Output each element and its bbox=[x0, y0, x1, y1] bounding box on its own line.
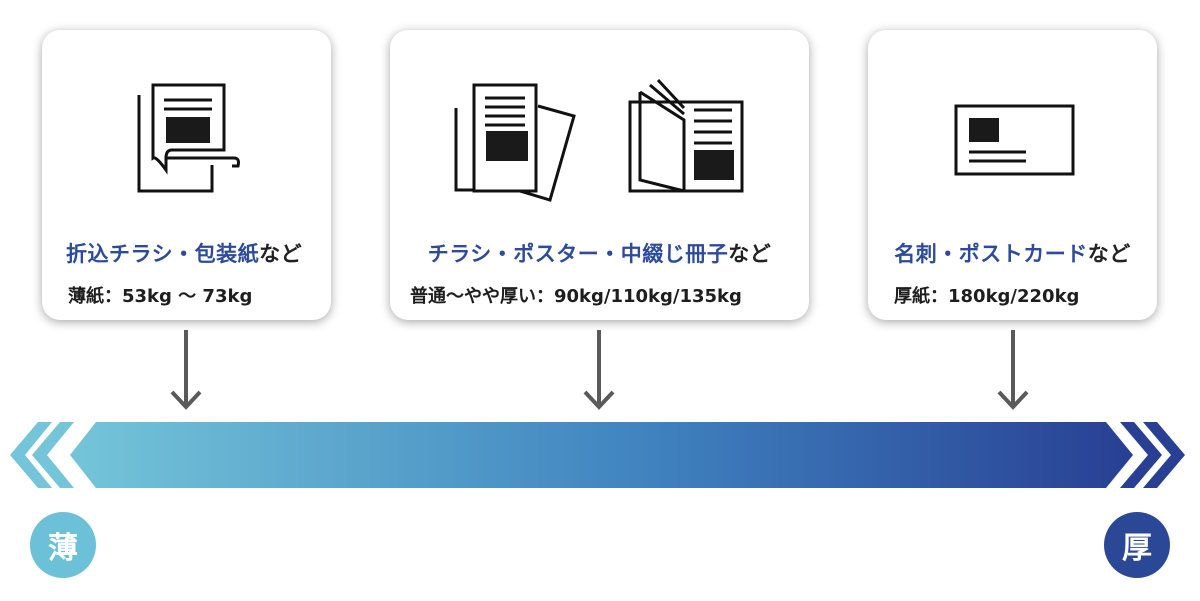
flyer-icon bbox=[137, 83, 240, 193]
down-arrow-icon bbox=[997, 330, 1029, 410]
chevron-right-icon bbox=[1143, 422, 1185, 488]
chevron-right-icon bbox=[1120, 422, 1162, 488]
postcard-icon bbox=[954, 104, 1075, 176]
card-thick-paper: 名刺・ポストカードなど 厚紙：180kg/220kg bbox=[868, 30, 1157, 320]
down-arrow-icon bbox=[170, 330, 202, 410]
leaflets-icon bbox=[454, 83, 576, 202]
card-normal-paper: チラシ・ポスター・中綴じ冊子など 普通〜やや厚い：90kg/110kg/135k… bbox=[390, 30, 809, 320]
card-spec: 薄紙：53kg 〜 73kg bbox=[68, 286, 253, 307]
thick-badge: 厚 bbox=[1104, 512, 1170, 578]
leaflets-booklet-icons bbox=[454, 78, 744, 202]
chevron-left-icon bbox=[10, 422, 52, 488]
down-arrow-icon bbox=[583, 330, 615, 410]
card-thin-paper: 折込チラシ・包装紙など 薄紙：53kg 〜 73kg bbox=[42, 30, 331, 320]
thickness-scale bbox=[10, 330, 1185, 488]
thin-badge: 薄 bbox=[30, 512, 96, 578]
booklet-icon bbox=[628, 78, 744, 193]
card-title: チラシ・ポスター・中綴じ冊子など bbox=[427, 242, 772, 266]
chevron-left-icon bbox=[32, 422, 74, 488]
card-title: 名刺・ポストカードなど bbox=[894, 242, 1131, 266]
gradient-bar bbox=[70, 422, 1133, 488]
card-spec: 厚紙：180kg/220kg bbox=[894, 286, 1080, 307]
card-spec: 普通〜やや厚い：90kg/110kg/135kg bbox=[410, 286, 742, 307]
card-title: 折込チラシ・包装紙など bbox=[66, 242, 303, 266]
